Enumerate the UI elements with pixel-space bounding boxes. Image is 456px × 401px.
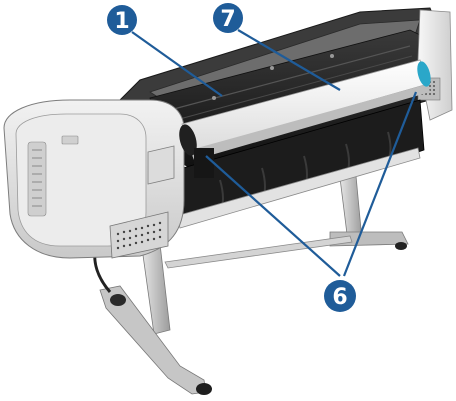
svg-text:7: 7 [220,7,235,32]
callout-6: 6 [324,280,356,312]
leader-7 [237,29,341,91]
svg-text:6: 6 [332,285,347,310]
spindle-blue-stop-icon [417,61,431,87]
leader-1 [131,31,223,97]
leader-6a [205,155,341,277]
printer-left-housing [3,99,185,259]
svg-text:1: 1 [114,9,129,34]
printer-stand [93,175,409,395]
callout-7: 7 [213,3,243,33]
callout-1: 1 [107,5,137,35]
leader-lines [131,29,418,277]
paper-roll [179,59,431,178]
leader-6b [342,91,418,277]
